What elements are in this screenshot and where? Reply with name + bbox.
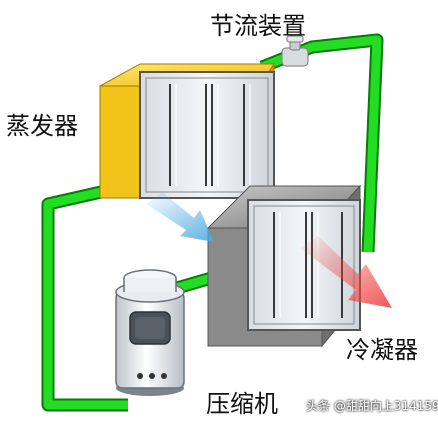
watermark: 头条 @甜甜向上314159 bbox=[306, 399, 438, 413]
hot-air-arrow bbox=[300, 236, 392, 308]
cold-air-arrow bbox=[146, 192, 214, 242]
compressor-unit bbox=[115, 269, 185, 396]
compressor-label: 压缩机 bbox=[206, 390, 278, 418]
evaporator-label: 蒸发器 bbox=[6, 112, 78, 140]
throttle-device-label: 节流装置 bbox=[210, 12, 306, 40]
throttle-valve bbox=[281, 35, 309, 67]
evaporator-unit bbox=[99, 62, 275, 200]
condenser-label: 冷凝器 bbox=[346, 336, 418, 364]
